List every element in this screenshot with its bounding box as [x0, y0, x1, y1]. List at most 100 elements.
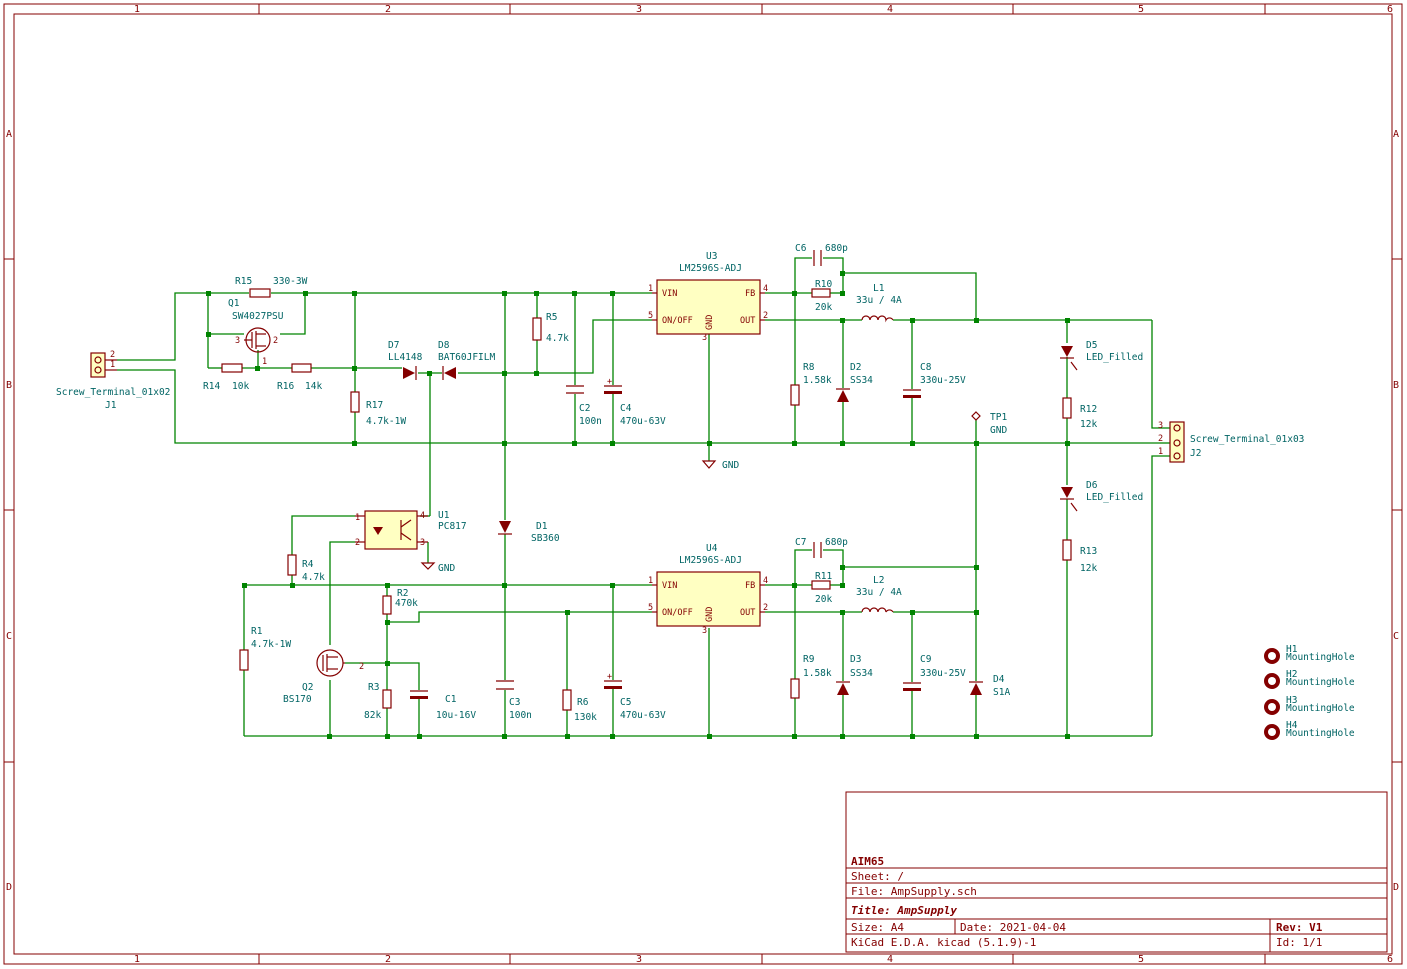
r10-value: 20k: [815, 302, 832, 313]
gnd-symbol: GND: [701, 460, 739, 471]
capacitor-c1[interactable]: C1 10u-16V: [410, 690, 476, 721]
pin-number: 1: [110, 360, 115, 370]
row-label: C: [6, 631, 12, 642]
regulator-u4[interactable]: U4 LM2596S-ADJ VIN FB ON/OFF OUT GND 1 4…: [648, 543, 768, 636]
c6-ref: C6: [795, 243, 807, 254]
connector-j1[interactable]: 2 1 Screw_Terminal_01x02 J1: [56, 350, 170, 411]
resistor-r6[interactable]: R6 130k: [562, 689, 597, 723]
r13-value: 12k: [1080, 563, 1097, 574]
diode-d2[interactable]: D2 SS34: [836, 362, 873, 402]
col-label: 6: [1387, 4, 1393, 15]
mosfet-q1[interactable]: Q1 SW4027PSU 3 2 1: [228, 298, 284, 367]
col-label: 5: [1138, 4, 1144, 15]
q1-ref: Q1: [228, 298, 240, 309]
pin-number: 2: [273, 336, 278, 346]
r5-ref: R5: [546, 312, 557, 323]
c3-ref: C3: [509, 697, 520, 708]
d7-value: LL4148: [388, 352, 423, 363]
resistor-r13[interactable]: R13 12k: [1062, 539, 1097, 574]
capacitor-c9[interactable]: C9 330u-25V: [903, 654, 966, 691]
resistor-r4[interactable]: R4 4.7k: [287, 554, 325, 583]
capacitor-c7[interactable]: C7 680p: [795, 537, 848, 558]
pin-number: 2: [355, 538, 360, 548]
regulator-u3[interactable]: U3 LM2596S-ADJ VIN FB ON/OFF OUT GND 1 4…: [648, 251, 768, 343]
diode-d3[interactable]: D3 SS34: [836, 654, 873, 695]
resistor-r9[interactable]: R9 1.58k: [790, 654, 832, 699]
d4-value: S1A: [993, 687, 1010, 698]
optocoupler-u1[interactable]: 1 2 4 3 U1 PC817 GND: [355, 510, 467, 574]
r11-ref: R11: [815, 571, 832, 582]
r10-ref: R10: [815, 279, 832, 290]
h3-value: MountingHole: [1286, 703, 1355, 714]
diode-d8[interactable]: D8 BAT60JFILM: [438, 340, 495, 380]
resistor-r10[interactable]: R10 20k: [811, 279, 832, 313]
r9-ref: R9: [803, 654, 815, 665]
l1-ref: L1: [873, 283, 885, 294]
led-d6[interactable]: D6 LED_Filled: [1060, 480, 1143, 512]
resistor-r12[interactable]: R12 12k: [1062, 397, 1097, 430]
resistor-r8[interactable]: R8 1.58k: [790, 362, 832, 406]
resistor-r5[interactable]: R5 4.7k: [532, 312, 569, 344]
led-d5[interactable]: D5 LED_Filled: [1060, 340, 1143, 371]
row-label: A: [6, 129, 12, 140]
row-label: C: [1393, 631, 1399, 642]
u3-vin-label: VIN: [662, 289, 677, 299]
title-date: Date: 2021-04-04: [960, 921, 1066, 934]
inductor-l1[interactable]: L1 33u / 4A: [856, 283, 902, 323]
mounting-hole-h4[interactable]: H4 MountingHole: [1264, 720, 1355, 740]
c1-ref: C1: [445, 694, 457, 705]
row-labels: A B C D A B C D: [6, 129, 1399, 893]
u1-ref: U1: [438, 510, 450, 521]
capacitor-c3[interactable]: C3 100n: [496, 680, 532, 721]
resistor-r16[interactable]: R16 14k: [277, 363, 322, 392]
capacitor-c6[interactable]: C6 680p: [795, 243, 848, 266]
r3-ref: R3: [368, 682, 379, 693]
capacitor-c2[interactable]: C2 100n: [566, 385, 602, 427]
diode-d7[interactable]: D7 LL4148: [388, 340, 423, 380]
inductor-l2[interactable]: L2 33u / 4A: [856, 575, 902, 615]
capacitor-c4[interactable]: + C4 470u-63V: [604, 377, 666, 427]
col-label: 4: [887, 954, 893, 965]
r4-value: 4.7k: [302, 572, 325, 583]
resistor-r1[interactable]: R1 4.7k-1W: [239, 626, 291, 671]
u4-ref: U4: [706, 543, 718, 554]
d6-ref: D6: [1086, 480, 1098, 491]
pin-number: 4: [763, 576, 768, 586]
title-sheet: Sheet: /: [851, 870, 904, 883]
resistor-r3[interactable]: R3 82k: [364, 682, 392, 721]
r1-ref: R1: [251, 626, 263, 637]
resistor-r15[interactable]: R15 330-3W: [235, 276, 308, 298]
u4-out-label: OUT: [740, 608, 755, 618]
tp1-value: GND: [990, 425, 1007, 436]
plus-sign: +: [607, 377, 612, 387]
d5-ref: D5: [1086, 340, 1097, 351]
resistor-r14[interactable]: R14 10k: [203, 363, 249, 392]
r15-ref: R15: [235, 276, 252, 287]
resistor-r17[interactable]: R17 4.7k-1W: [350, 391, 406, 427]
r12-value: 12k: [1080, 419, 1097, 430]
pin-number: 2: [763, 603, 768, 613]
pin-number: 2: [359, 662, 364, 672]
mounting-hole-h3[interactable]: H3 MountingHole: [1264, 695, 1355, 715]
c9-value: 330u-25V: [920, 668, 966, 679]
mosfet-q2[interactable]: 2 Q2 BS170: [283, 649, 364, 705]
capacitor-c5[interactable]: + C5 470u-63V: [604, 672, 666, 721]
capacitor-c8[interactable]: C8 330u-25V: [903, 362, 966, 398]
diode-d4[interactable]: D4 S1A: [969, 674, 1010, 698]
resistor-r11[interactable]: R11 20k: [811, 571, 832, 605]
h2-ref: H2: [1286, 669, 1297, 680]
pin-number: 5: [648, 311, 653, 321]
resistor-r2[interactable]: R2 470k: [382, 588, 418, 615]
testpoint-tp1[interactable]: TP1 GND: [971, 411, 1007, 436]
d8-value: BAT60JFILM: [438, 352, 495, 363]
h2-value: MountingHole: [1286, 677, 1355, 688]
c8-ref: C8: [920, 362, 932, 373]
c1-value: 10u-16V: [436, 710, 476, 721]
j2-value: Screw_Terminal_01x03: [1190, 434, 1304, 445]
d1-value: SB360: [531, 533, 560, 544]
mounting-hole-h2[interactable]: H2 MountingHole: [1264, 669, 1355, 689]
connector-j2[interactable]: 3 2 1 Screw_Terminal_01x03 J2: [1158, 421, 1304, 463]
j1-ref: J1: [105, 400, 117, 411]
mounting-hole-h1[interactable]: H1 MountingHole: [1264, 644, 1355, 664]
diode-d1[interactable]: D1 SB360: [498, 521, 560, 544]
